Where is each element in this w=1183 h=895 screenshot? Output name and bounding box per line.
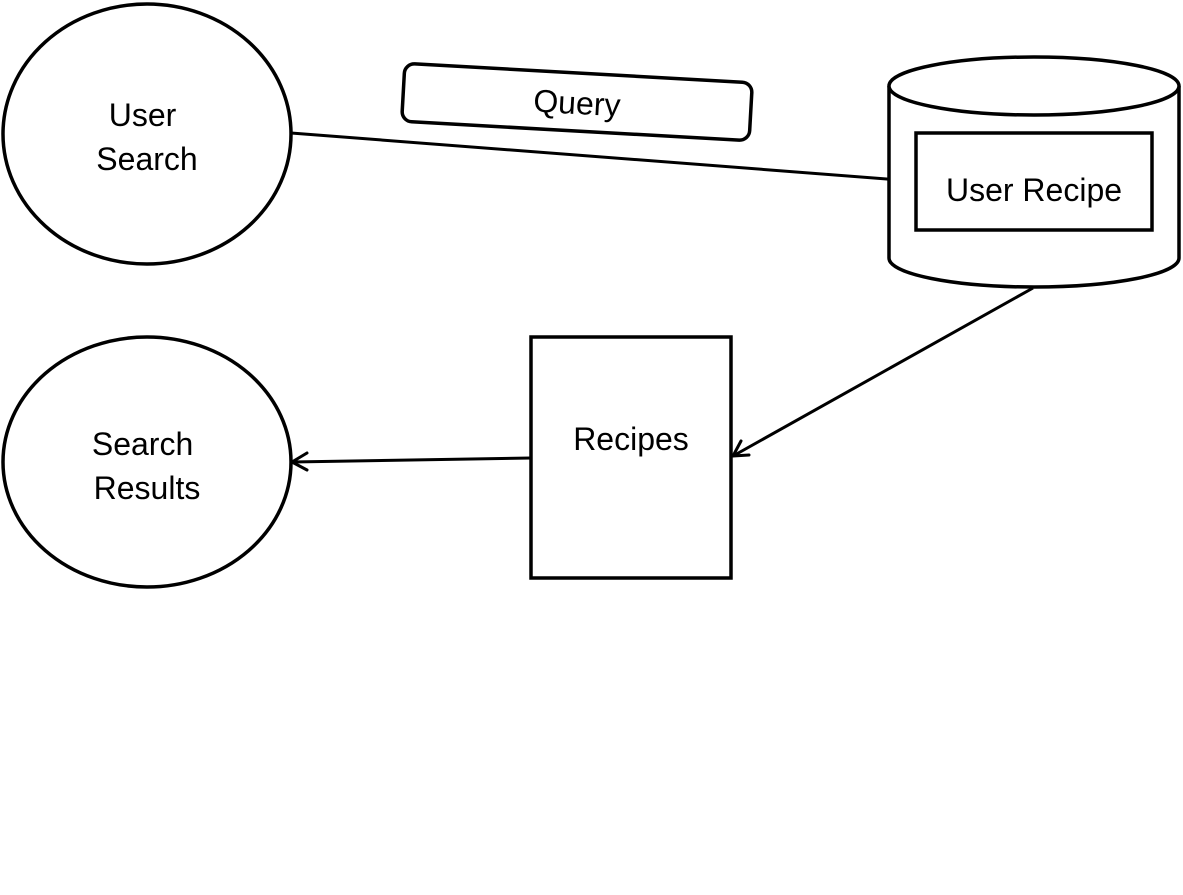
query-label: Query <box>532 83 621 124</box>
connector-line <box>291 456 532 464</box>
arrow-search-to-recipe <box>290 131 915 190</box>
user-search-line-2: Search <box>96 141 197 177</box>
search-results-ellipse <box>1 335 293 589</box>
search-results-node: Search Results <box>1 335 293 589</box>
query-box <box>400 62 754 142</box>
search-results-line-1: Search <box>92 426 193 462</box>
user-recipe-label: User Recipe <box>946 172 1122 208</box>
arrowhead-icon <box>731 439 751 458</box>
search-results-label: Search Results <box>92 426 202 506</box>
cylinder-top <box>887 55 1181 117</box>
arrow-recipes-to-results <box>290 451 532 472</box>
connector-line <box>732 286 1034 458</box>
arrow-recipe-to-recipes <box>731 286 1034 458</box>
user-search-line-1: User <box>109 97 177 133</box>
recipes-box <box>529 335 733 580</box>
user-search-label: User Search <box>96 97 197 177</box>
recipes-node: Recipes <box>529 335 733 580</box>
recipes-label: Recipes <box>573 421 689 457</box>
user-recipe-datastore: User Recipe <box>887 55 1181 289</box>
search-results-line-2: Results <box>94 470 201 506</box>
user-search-ellipse <box>1 2 293 266</box>
user-recipe-box <box>914 131 1154 232</box>
user-search-node: User Search <box>1 2 293 266</box>
connector-line <box>290 131 914 183</box>
query-label-box: Query <box>400 62 754 142</box>
